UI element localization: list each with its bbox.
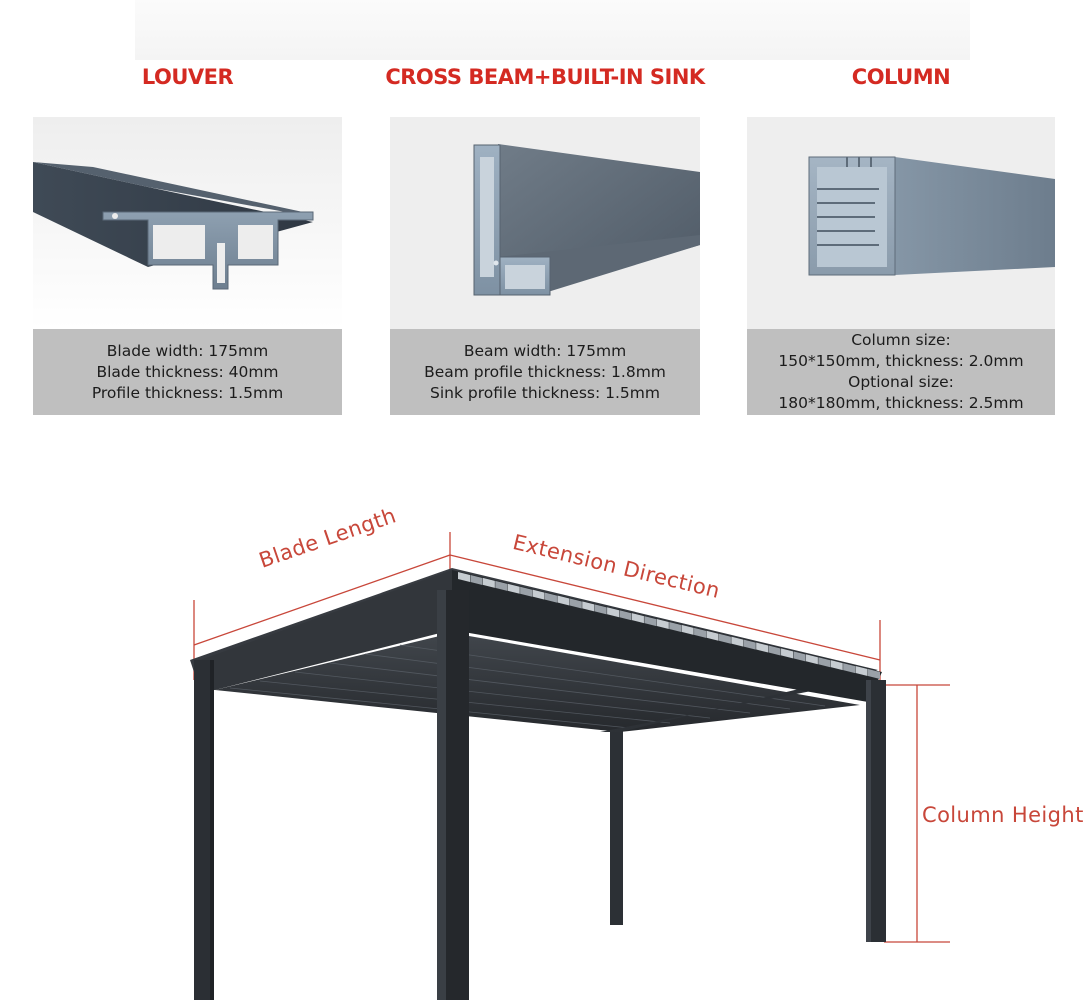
column-title: COLUMN (851, 65, 951, 89)
louver-spec-blade-width: Blade width: 175mm (106, 341, 269, 360)
louver-blade (557, 595, 570, 606)
louver-blade (805, 654, 818, 665)
louver-blade (731, 636, 744, 647)
louver-blade (855, 666, 868, 677)
louver-blade (681, 624, 694, 635)
louver-blade (656, 619, 669, 630)
pergola-diagram (190, 532, 950, 1000)
louver-blade (631, 613, 644, 624)
louver-spec-profile-thickness: Profile thickness: 1.5mm (91, 383, 284, 402)
louver-blade (582, 601, 595, 612)
louver-blade (781, 648, 794, 659)
louver-blade (793, 651, 806, 662)
top-louvers (458, 572, 880, 679)
louver-spec-blade-thickness: Blade thickness: 40mm (96, 362, 279, 381)
louver-title: LOUVER (141, 65, 234, 89)
louver-blade (669, 621, 682, 632)
beam-spec-profile-thickness: Beam profile thickness: 1.8mm (424, 362, 666, 381)
louver-blade (458, 572, 470, 582)
louver-blade (507, 583, 520, 594)
louver-blade (694, 627, 707, 638)
top-band (135, 0, 970, 60)
beam-spec-width: Beam width: 175mm (463, 341, 627, 360)
column-spec-size-label: Column size: (851, 331, 951, 349)
dimension-lines (193, 532, 950, 943)
louver-blade (482, 577, 495, 588)
louver-blade (532, 589, 545, 600)
column-height-label: Column Height (922, 803, 1084, 827)
louver-blade (544, 592, 557, 603)
front-left-column (194, 660, 214, 1000)
louver-blade (520, 586, 533, 597)
louver-blade (718, 633, 731, 644)
sink-spec-profile-thickness: Sink profile thickness: 1.5mm (430, 383, 660, 402)
louver-blade (644, 616, 657, 627)
cross-beam-specs: Beam width: 175mm Beam profile thickness… (390, 329, 700, 415)
louver-blade (830, 660, 843, 671)
louver-blade (607, 607, 620, 618)
column-spec-optional-label: Optional size: (848, 373, 954, 391)
cross-beam-title: CROSS BEAM+BUILT-IN SINK (385, 65, 705, 89)
louver-blade (594, 604, 607, 615)
louver-blade (868, 669, 880, 679)
column-spec-optional-value: 180*180mm, thickness: 2.5mm (778, 394, 1024, 412)
louver-blade (768, 645, 781, 656)
louver-blade (743, 639, 756, 650)
column-profile-image (747, 117, 1055, 329)
cross-beam-card: Beam width: 175mm Beam profile thickness… (390, 117, 700, 415)
column-specs: Column size: 150*150mm, thickness: 2.0mm… (747, 329, 1055, 415)
back-column (610, 725, 623, 925)
column-card: Column size: 150*150mm, thickness: 2.0mm… (747, 117, 1055, 415)
louver-blade (756, 642, 769, 653)
louver-profile-image (33, 117, 342, 329)
louver-blade (569, 598, 582, 609)
louver-blade (818, 657, 831, 668)
louver-blade (843, 663, 856, 674)
louver-card: Blade width: 175mm Blade thickness: 40mm… (33, 117, 342, 415)
louver-blade (495, 580, 508, 591)
louver-blade (619, 610, 632, 621)
louver-blade (470, 574, 483, 585)
column-spec-size-value: 150*150mm, thickness: 2.0mm (778, 352, 1024, 370)
cross-beam-profile-image (390, 117, 700, 329)
louver-specs: Blade width: 175mm Blade thickness: 40mm… (33, 329, 342, 415)
louver-blade (706, 630, 719, 641)
